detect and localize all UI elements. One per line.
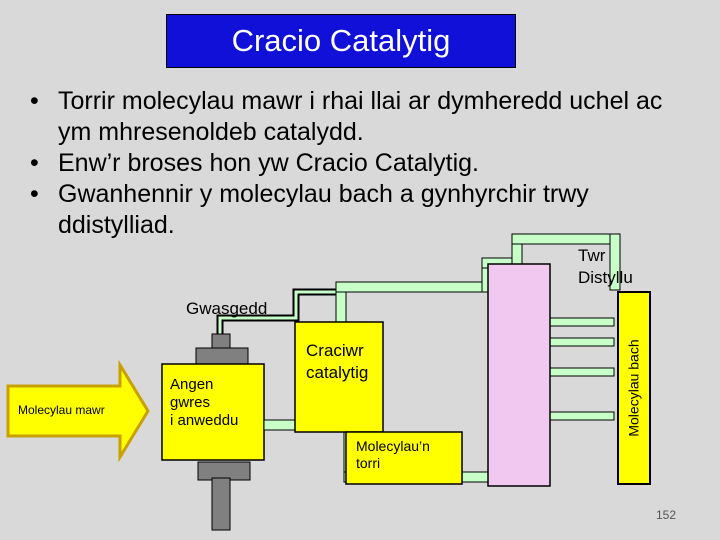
pressure-label: Gwasgedd [186,299,268,318]
small-molecules-label: Molecylau bach [626,339,642,437]
page-number: 152 [656,508,677,522]
pipe-bottom [250,470,296,500]
broken-label: Molecylau’n torri [356,438,430,472]
heater-label-line: i anweddu [170,412,239,429]
input-arrow [6,359,150,463]
bullet-list: Torrir molecylau mawr i rhai llai ar dym… [30,86,690,241]
distillation-tower [487,263,551,487]
slide-title: Cracio Catalytig [166,14,516,68]
catalytic-cracker [294,321,384,433]
bullet-item: Enw’r broses hon yw Cracio Catalytig. [30,148,690,179]
small-molecules-box: Molecylau bach [617,291,651,485]
broken-label-line: Molecylau’n [356,438,430,454]
tower-label-1: Twr [578,246,606,265]
tower-label-2: Distyllu [578,268,633,287]
broken-molecules-box [345,431,463,485]
arrow-label: Molecylau mawr [18,403,105,417]
heater-label-line: gwres [170,394,211,411]
broken-label-line: torri [356,455,381,471]
heater-label: Angen gwres i anweddu [170,376,238,430]
cracker-label-line: catalytig [306,363,369,382]
cracker-label-line: Craciwr [306,341,364,360]
heater-vessel [161,363,265,461]
piston-bottom-stem [211,477,231,531]
bullet-item: Torrir molecylau mawr i rhai llai ar dym… [30,86,690,148]
heater-label-line: Angen [170,376,214,393]
cracker-label: Craciwr catalytig [306,340,368,384]
bullet-item: Gwanhennir y molecylau bach a gynhyrchir… [30,179,690,241]
piston-bottom-plate [197,461,251,481]
